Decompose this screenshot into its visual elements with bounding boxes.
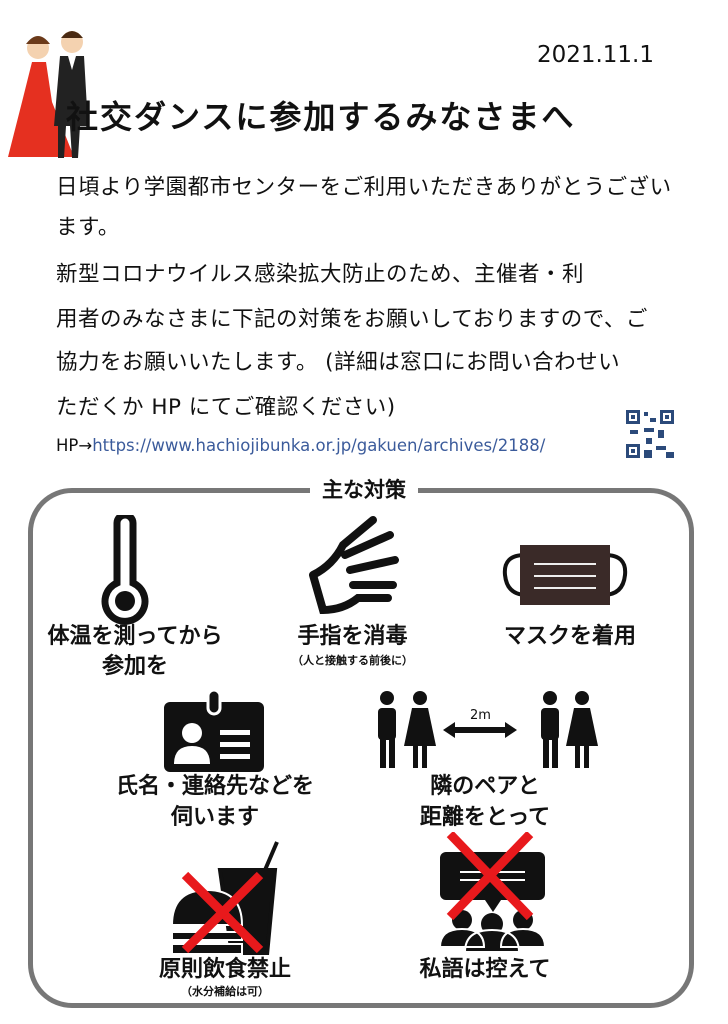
measure-label: 原則飲食禁止 xyxy=(158,957,291,982)
body-text-line: 日頃より学園都市センターをご利用いただきありがとうござい xyxy=(56,175,672,200)
body-text-line: ただくか HP にてご確認ください) xyxy=(56,395,396,420)
measure-label: 伺います xyxy=(170,805,259,830)
measure-label: 体温を測ってから xyxy=(47,624,223,649)
distance-label: 2m xyxy=(470,708,491,723)
id-card-icon xyxy=(164,688,264,772)
measure-label: 氏名・連絡先などを xyxy=(115,774,314,799)
measure-label: 手指を消毒 xyxy=(297,624,408,649)
page-title: 社交ダンスに参加するみなさまへ xyxy=(66,98,576,136)
mask-icon xyxy=(502,545,628,605)
homepage-line: HP→https://www.hachiojibunka.or.jp/gakue… xyxy=(56,436,545,455)
hp-prefix: HP→ xyxy=(56,436,93,455)
measure-note: （水分補給は可） xyxy=(181,985,269,998)
body-text-line: 新型コロナウイルス感染拡大防止のため、主催者・利 xyxy=(56,262,585,287)
no-eating-icon xyxy=(170,841,279,955)
body-text-line: 用者のみなさまに下記の対策をお願いしておりますので、ご xyxy=(56,307,648,332)
measure-label: マスクを着用 xyxy=(503,624,636,649)
measure-label: 私語は控えて xyxy=(419,957,551,982)
measure-label: 参加を xyxy=(101,654,168,679)
date: 2021.11.1 xyxy=(536,42,654,68)
no-talking-icon xyxy=(438,832,547,952)
hand-sanitize-icon xyxy=(309,516,399,615)
distance-pairs-icon xyxy=(378,691,598,768)
homepage-link[interactable]: https://www.hachiojibunka.or.jp/gakuen/a… xyxy=(92,436,546,455)
thermometer-icon xyxy=(101,515,149,625)
measure-note: （人と接触する前後に） xyxy=(292,654,413,667)
dancing-couple-illustration xyxy=(8,31,88,158)
body-text-line: ます。 xyxy=(56,215,120,240)
section-title: 主な対策 xyxy=(0,474,728,504)
measure-label: 距離をとって xyxy=(419,805,551,830)
body-text-line: 協力をお願いいたします。 (詳細は窓口にお問い合わせい xyxy=(56,350,621,375)
qr-code-icon xyxy=(626,410,674,458)
section-title-text: 主な対策 xyxy=(310,478,418,502)
measure-label: 隣のペアと xyxy=(430,774,540,799)
